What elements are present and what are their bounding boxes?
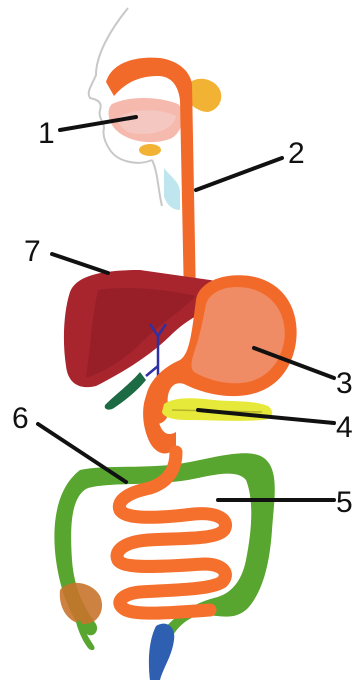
label-1: 1 xyxy=(38,117,55,150)
label-5: 5 xyxy=(336,486,353,519)
jaw-outline xyxy=(152,160,162,206)
leader-line-7 xyxy=(52,254,108,273)
rectum xyxy=(149,624,174,680)
label-6: 6 xyxy=(12,402,29,435)
submandibular-gland xyxy=(139,144,161,156)
cecum xyxy=(60,583,102,624)
label-3: 3 xyxy=(336,367,353,400)
leader-line-2 xyxy=(196,158,282,190)
label-2: 2 xyxy=(288,137,305,170)
label-4: 4 xyxy=(336,411,353,444)
trachea xyxy=(164,168,180,210)
esophagus xyxy=(106,58,196,300)
label-7: 7 xyxy=(24,235,41,268)
